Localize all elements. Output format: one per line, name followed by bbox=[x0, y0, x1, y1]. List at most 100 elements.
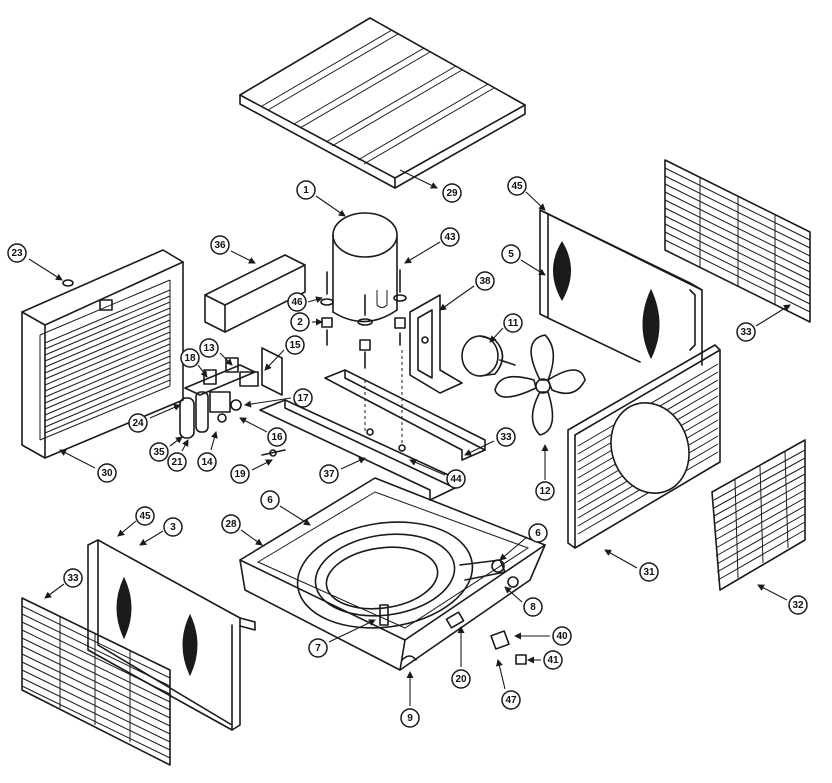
callout-circle bbox=[135, 506, 155, 526]
callout-leader-line bbox=[230, 250, 256, 264]
callout-circle bbox=[199, 338, 219, 358]
base-pan bbox=[239, 477, 546, 671]
callout-leader-line bbox=[197, 364, 208, 378]
lower-left-grille bbox=[21, 597, 171, 766]
callout-leader-line bbox=[340, 457, 366, 470]
callout-6: 6 bbox=[499, 523, 548, 561]
callout-number: 35 bbox=[153, 447, 165, 458]
callout-number: 8 bbox=[530, 602, 536, 613]
callout-leader-line bbox=[59, 449, 96, 469]
callout-leader-line bbox=[409, 459, 446, 476]
callout-number: 20 bbox=[455, 674, 467, 685]
compressor bbox=[332, 212, 398, 323]
callout-47: 47 bbox=[496, 659, 521, 710]
callout-number: 6 bbox=[535, 528, 541, 539]
callout-6: 6 bbox=[260, 490, 311, 526]
callout-circle bbox=[446, 469, 466, 489]
callout-circle bbox=[552, 626, 572, 646]
callout-18: 18 bbox=[180, 348, 208, 378]
callout-leader-line bbox=[251, 459, 273, 471]
callout-number: 30 bbox=[101, 468, 113, 479]
callout-9: 9 bbox=[400, 671, 420, 728]
callout-number: 36 bbox=[214, 240, 226, 251]
callout-circle bbox=[523, 597, 543, 617]
callout-number: 2 bbox=[297, 317, 303, 328]
callout-40: 40 bbox=[514, 626, 572, 646]
callout-number: 33 bbox=[740, 327, 752, 338]
callout-12: 12 bbox=[535, 444, 555, 501]
callout-number: 14 bbox=[201, 457, 213, 468]
upper-right-grille bbox=[664, 159, 811, 323]
callout-number: 41 bbox=[547, 655, 559, 666]
callout-circle bbox=[221, 514, 241, 534]
callout-circle bbox=[285, 335, 305, 355]
callout-circle bbox=[287, 292, 307, 312]
callout-number: 6 bbox=[267, 495, 273, 506]
callout-1: 1 bbox=[296, 180, 346, 217]
callout-number: 12 bbox=[539, 486, 551, 497]
callout-21: 21 bbox=[167, 439, 189, 472]
callout-circle bbox=[63, 568, 83, 588]
fan-opening bbox=[610, 402, 690, 494]
callout-number: 3 bbox=[170, 522, 176, 533]
callout-2: 2 bbox=[290, 312, 323, 332]
callout-circle bbox=[440, 227, 460, 247]
callout-5: 5 bbox=[501, 244, 546, 276]
callout-number: 1 bbox=[303, 185, 309, 196]
callout-leader-line bbox=[439, 285, 475, 311]
callout-43: 43 bbox=[404, 227, 460, 264]
callout-29: 29 bbox=[399, 169, 462, 203]
callout-leader-line bbox=[489, 327, 504, 343]
callout-number: 7 bbox=[315, 643, 321, 654]
callout-24: 24 bbox=[128, 404, 181, 433]
callout-circle bbox=[293, 388, 313, 408]
callout-33: 33 bbox=[736, 304, 791, 342]
callout-number: 43 bbox=[444, 232, 456, 243]
callout-leader-line bbox=[399, 169, 438, 189]
callout-number: 16 bbox=[271, 432, 283, 443]
callout-number: 13 bbox=[203, 343, 215, 354]
callout-circle bbox=[290, 312, 310, 332]
callout-circle bbox=[736, 322, 756, 342]
callout-16: 16 bbox=[239, 417, 287, 447]
callout-leader-line bbox=[244, 397, 292, 408]
callout-number: 17 bbox=[297, 393, 309, 404]
callout-leader-line bbox=[307, 296, 323, 304]
callout-circle bbox=[528, 523, 548, 543]
fan-blade bbox=[494, 334, 586, 436]
duct-box bbox=[204, 254, 306, 333]
callout-circle bbox=[167, 452, 187, 472]
callout-leader-line bbox=[44, 583, 65, 599]
callout-number: 44 bbox=[450, 474, 462, 485]
callout-number: 31 bbox=[643, 567, 655, 578]
callout-38: 38 bbox=[439, 271, 495, 311]
water-coil bbox=[296, 521, 506, 629]
callout-33: 33 bbox=[464, 427, 516, 456]
callout-19: 19 bbox=[230, 459, 273, 484]
motor-bracket bbox=[409, 294, 463, 394]
callout-37: 37 bbox=[319, 457, 366, 484]
callout-circle bbox=[475, 271, 495, 291]
callout-circle bbox=[535, 481, 555, 501]
callout-leader-line bbox=[279, 505, 311, 526]
callout-17: 17 bbox=[244, 388, 313, 408]
callout-15: 15 bbox=[264, 335, 305, 371]
callout-circle bbox=[197, 452, 217, 472]
callout-circle bbox=[128, 413, 148, 433]
callout-circle bbox=[319, 464, 339, 484]
callout-number: 23 bbox=[11, 248, 23, 259]
callout-circle bbox=[163, 517, 183, 537]
callout-number: 28 bbox=[225, 519, 237, 530]
callout-leader-line bbox=[240, 529, 263, 546]
callout-number: 5 bbox=[508, 249, 514, 260]
callout-leader-line bbox=[181, 439, 189, 452]
callout-45: 45 bbox=[507, 176, 546, 211]
callout-11: 11 bbox=[489, 313, 523, 343]
callout-number: 46 bbox=[291, 297, 303, 308]
callout-number: 29 bbox=[446, 188, 458, 199]
callout-circle bbox=[267, 427, 287, 447]
callout-circle bbox=[210, 235, 230, 255]
callout-circle bbox=[308, 638, 328, 658]
callout-circle bbox=[507, 176, 527, 196]
callout-number: 33 bbox=[500, 432, 512, 443]
